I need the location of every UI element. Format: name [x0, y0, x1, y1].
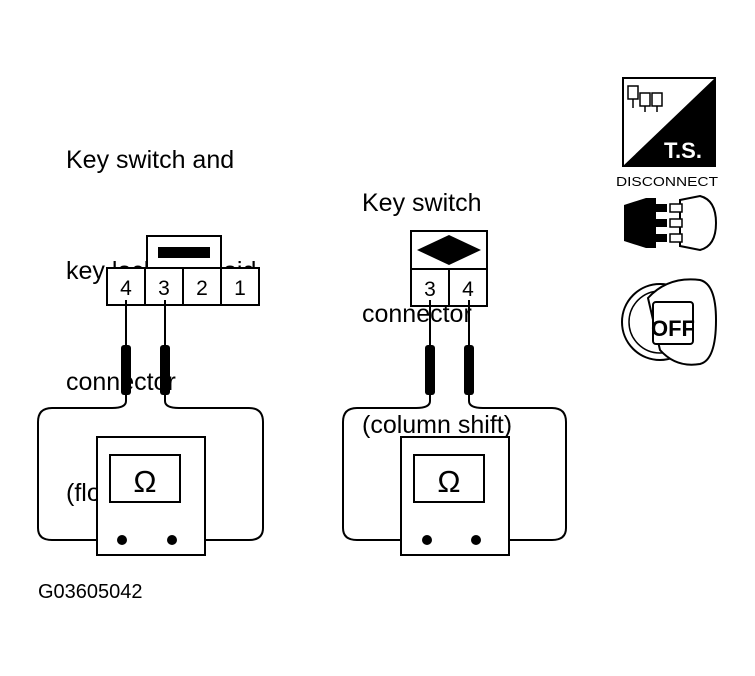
left-lead-wire-a	[37, 400, 127, 541]
left-terminal-1: 1	[234, 277, 246, 300]
off-label: OFF	[651, 316, 695, 341]
ts-label: T.S.	[664, 138, 702, 163]
left-label-line-1: Key switch and	[66, 146, 235, 174]
left-ohmmeter-display	[109, 454, 181, 503]
left-ohm-symbol: Ω	[133, 464, 156, 499]
right-ohmmeter-terminal-a	[422, 535, 432, 545]
right-ohmmeter	[400, 436, 510, 556]
ignition-key-off-icon	[621, 278, 718, 366]
ts-connector-glyph	[627, 85, 663, 112]
left-ohmmeter-terminal-a	[117, 535, 127, 545]
right-label-line-3: (column shift)	[362, 411, 513, 439]
left-ohmmeter-terminal-b	[167, 535, 177, 545]
right-probe-a	[425, 300, 435, 401]
disconnect-icon	[624, 194, 718, 252]
right-lead-wire-b	[468, 400, 567, 541]
left-probe-a	[121, 300, 131, 401]
right-connector-diamond-latch	[417, 235, 481, 265]
right-ohmmeter-terminal-b	[471, 535, 481, 545]
left-terminal-3: 3	[158, 277, 170, 300]
left-terminal-4: 4	[120, 277, 132, 300]
left-connector-latch	[158, 247, 210, 258]
right-connector	[410, 230, 488, 307]
right-probe-b	[464, 300, 474, 401]
left-lead-wire-b	[164, 400, 264, 541]
left-label-line-3: connector	[66, 368, 176, 396]
left-ohmmeter	[96, 436, 206, 556]
right-ohmmeter-display	[413, 454, 485, 503]
right-connector-label: Key switch connector (column shift)	[362, 111, 512, 481]
left-terminal-2: 2	[196, 277, 208, 300]
left-connector	[106, 235, 260, 306]
right-lead-wire-a	[342, 400, 431, 541]
right-label-line-1: Key switch	[362, 189, 482, 217]
figure-code: G03605042	[38, 581, 143, 603]
disconnect-label: DISCONNECT	[616, 174, 718, 189]
ts-icon	[622, 77, 716, 167]
right-ohm-symbol: Ω	[437, 464, 460, 499]
left-probe-b	[160, 300, 170, 401]
right-terminal-3: 3	[424, 278, 436, 301]
right-terminal-4: 4	[462, 278, 474, 301]
